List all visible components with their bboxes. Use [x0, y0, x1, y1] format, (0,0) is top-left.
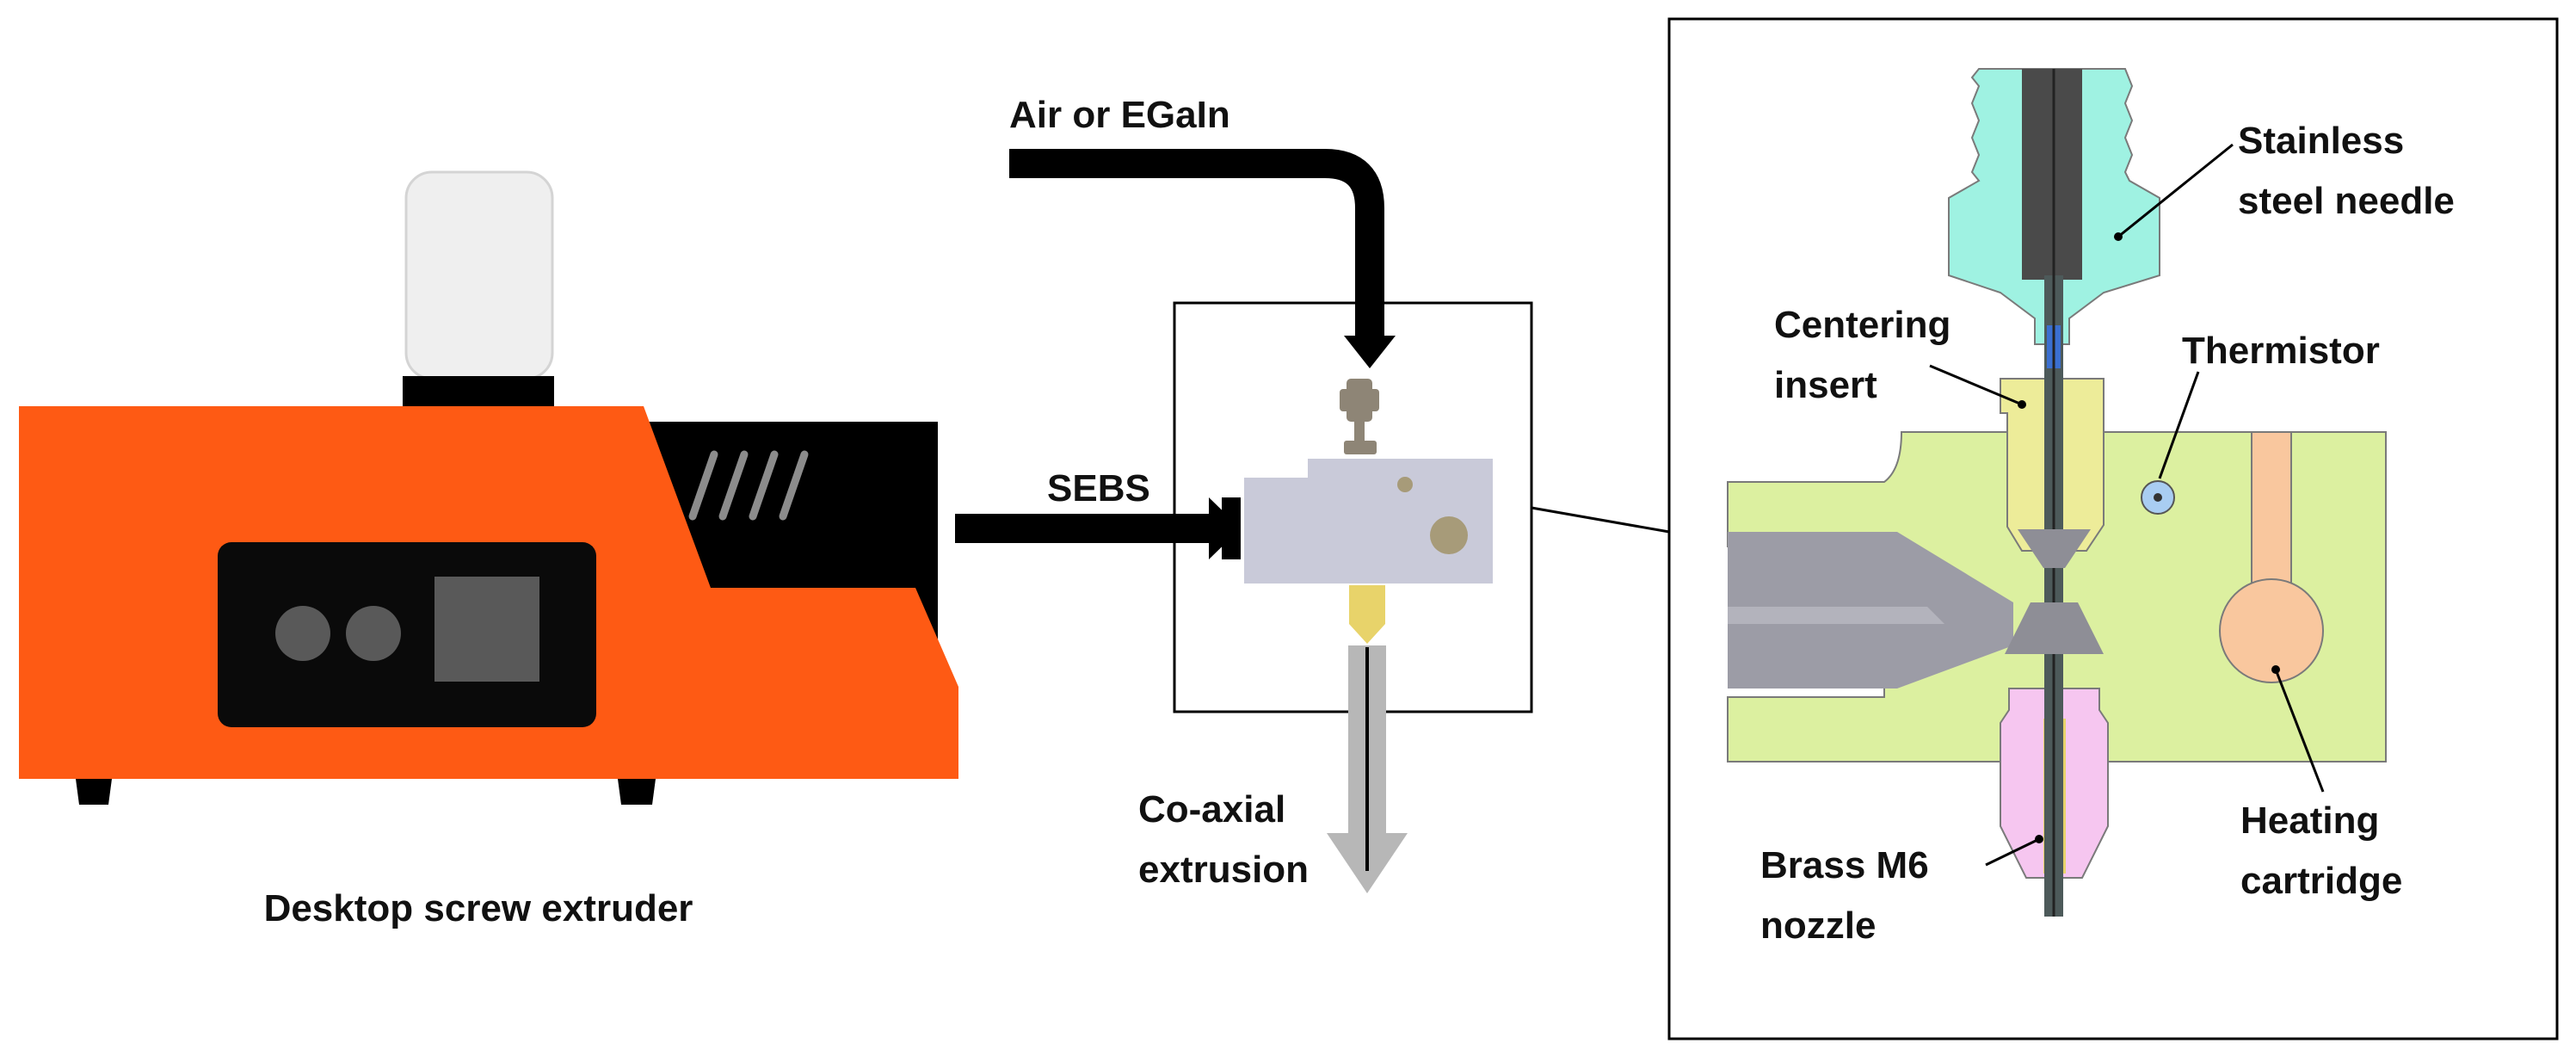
heating-cartridge [2219, 578, 2324, 683]
label-coaxial-line1: Co-axial [1138, 788, 1285, 830]
label-thermistor: Thermistor [2182, 330, 2380, 372]
hotend-nozzle [1349, 585, 1385, 644]
coaxial-output-arrow [1327, 645, 1408, 893]
insert-cone [2018, 529, 2091, 568]
label-brass-line2: nozzle [1760, 905, 1876, 947]
label-stainless-line2: steel needle [2238, 180, 2455, 222]
block-small-hole [1397, 477, 1413, 492]
vent-slots-icon [688, 450, 809, 521]
block-large-hole [1430, 516, 1468, 554]
heating-cartridge-stem [2251, 431, 2292, 588]
label-desktop-screw-extruder: Desktop screw extruder [264, 887, 693, 929]
extruder-hopper [404, 170, 554, 380]
label-centering-line1: Centering [1774, 304, 1950, 346]
sebs-arrow [955, 497, 1241, 559]
hopper-collar [403, 376, 554, 409]
bore-highlight [1728, 607, 1944, 624]
label-brass-line1: Brass M6 [1760, 844, 1929, 886]
label-air-or-egain: Air or EGaIn [1009, 94, 1230, 136]
label-stainless-line1: Stainless [2238, 120, 2404, 162]
display-screen [434, 577, 539, 682]
hotend-block [1244, 459, 1493, 583]
label-centering-line2: insert [1774, 364, 1877, 406]
thermistor-dot [2154, 493, 2162, 502]
label-coaxial-line2: extrusion [1138, 849, 1309, 891]
extruder-foot-left [76, 779, 112, 805]
zoom-connector-line [1531, 506, 1670, 534]
leader-lines [1929, 143, 2325, 867]
needle-fitting-icon [1340, 379, 1379, 454]
knob-2 [346, 606, 401, 661]
extruder-foot-right [618, 779, 656, 805]
desktop-screw-extruder [19, 170, 958, 805]
needle-core-upper [2022, 69, 2082, 280]
label-sebs: SEBS [1047, 467, 1150, 509]
hotend-assembly [1244, 379, 1493, 644]
cross-section [1727, 68, 2387, 917]
label-heating-line1: Heating [2240, 800, 2379, 842]
leader-dots [2018, 232, 2280, 843]
bore-cone [2005, 602, 2104, 654]
knob-1 [275, 606, 330, 661]
air-egain-arrow [1009, 149, 1396, 368]
label-heating-line2: cartridge [2240, 860, 2402, 902]
